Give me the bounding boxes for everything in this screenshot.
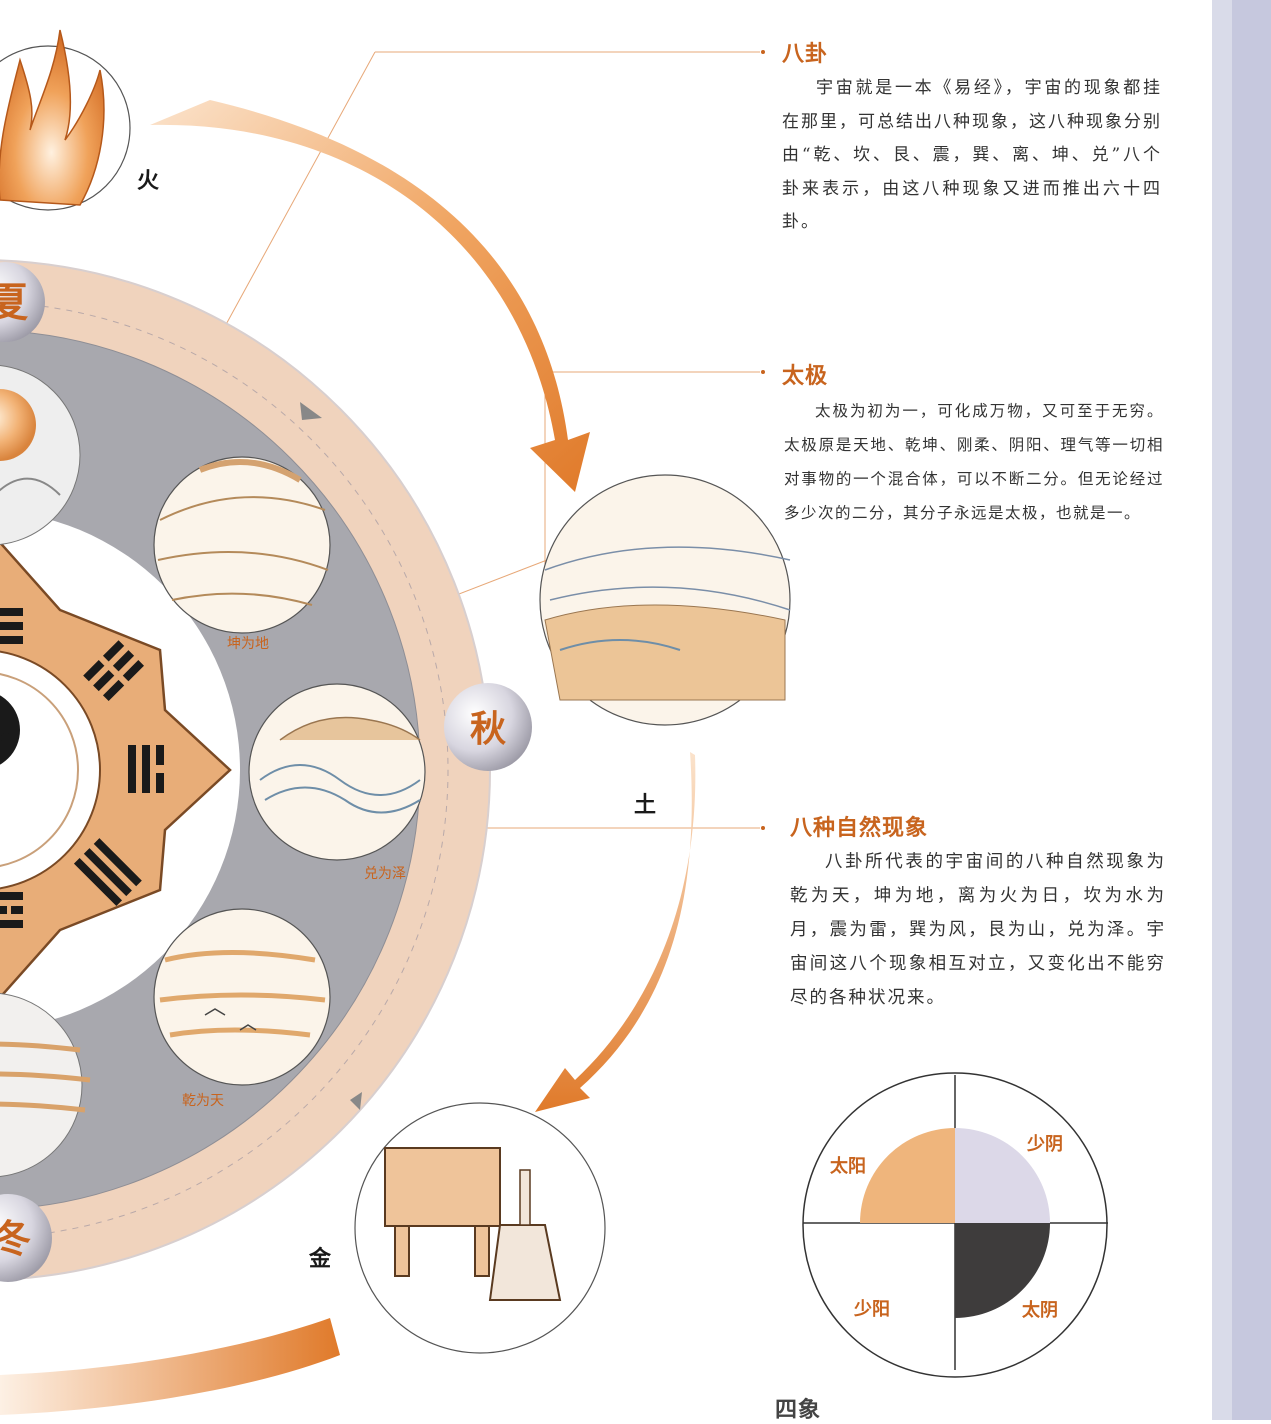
sixiang-taiyang-quadrant (860, 1128, 955, 1223)
element-earth-label: 土 (634, 792, 656, 818)
summer-orb: 夏 (0, 262, 45, 342)
autumn-orb: 秋 (444, 683, 532, 771)
sixiang-taiyin-label: 太阴 (1022, 1299, 1058, 1321)
element-fire-label: 火 (137, 168, 159, 194)
arrow-earth-to-metal (535, 752, 696, 1112)
caption-kun: 坤为地 (227, 636, 269, 652)
season-winter: 冬 (0, 1216, 31, 1261)
sun-medallion (0, 365, 81, 545)
caption-qian: 乾为天 (182, 1093, 224, 1109)
sixiang-diagram: 太阳 少阴 少阳 太阴 (802, 1072, 1108, 1378)
bagua-inner-ring-2 (0, 673, 79, 867)
sixiang-shaoyang-label: 少阳 (853, 1299, 890, 1320)
element-metal-label: 金 (308, 1246, 332, 1272)
bagua-inner-ring (0, 650, 101, 890)
sixiang-title: 四象 (775, 1397, 822, 1423)
yin-yang-eye-dot (1, 733, 11, 743)
bagua-star (0, 540, 232, 1000)
dui-lake-medallion (248, 683, 426, 861)
metal-medallion (354, 1102, 606, 1354)
arrow-metal-to-fire-bottom (0, 1318, 340, 1415)
season-autumn: 秋 (470, 708, 506, 750)
leader-dot-bagua (761, 50, 765, 54)
phenomena-text: 八卦所代表的宇宙间的八种自然现象为乾为天，坤为地，离为火为日，坎为水为月，震为雷… (790, 852, 1166, 1008)
dashed-arrowhead-lower (350, 1092, 362, 1110)
kun-earth-medallion (153, 456, 331, 634)
sixiang-shaoyin-quadrant (955, 1128, 1050, 1223)
arrow-fire-to-earth (150, 100, 590, 492)
yin-yang-eye (0, 790, 8, 810)
water-medallion (0, 993, 91, 1177)
sixiang-taiyin-quadrant (955, 1223, 1050, 1318)
sixiang-shaoyin-label: 少阴 (1026, 1134, 1063, 1155)
leader-dot-phenomena (761, 826, 765, 830)
fire-medallion (0, 29, 131, 211)
qian-sky-medallion (153, 908, 331, 1086)
winter-orb: 冬 (0, 1194, 52, 1282)
trigram-middle (128, 745, 164, 793)
dashed-arrowhead-upper (300, 402, 322, 420)
sixiang-taiyang-label: 太阳 (830, 1155, 866, 1177)
page-edge-band-light (1212, 0, 1232, 1420)
trigram-upper (83, 640, 144, 702)
trigram-bottom-left (0, 892, 23, 928)
bagua-text: 宇宙就是一本《易经》，宇宙的现象都挂在那里，可总结出八种现象，这八种现象分别由“… (782, 78, 1162, 232)
yin-yang-dark (0, 695, 20, 765)
taiji-title: 太极 (782, 363, 829, 389)
leader-dot-taiji (761, 370, 765, 374)
trigram-lower (73, 838, 142, 907)
season-summer: 夏 (0, 279, 29, 326)
trigram-top-left (0, 608, 23, 644)
taiji-text: 太极为初为一，可化成万物，又可至于无穷。太极原是天地、乾坤、刚柔、阴阳、理气等一… (784, 402, 1164, 522)
caption-dui: 兑为泽 (364, 866, 406, 882)
phenomena-title: 八种自然现象 (790, 815, 929, 841)
outer-ring-dashed-path (0, 302, 449, 1238)
earth-medallion (539, 474, 791, 726)
bagua-title: 八卦 (782, 41, 829, 67)
